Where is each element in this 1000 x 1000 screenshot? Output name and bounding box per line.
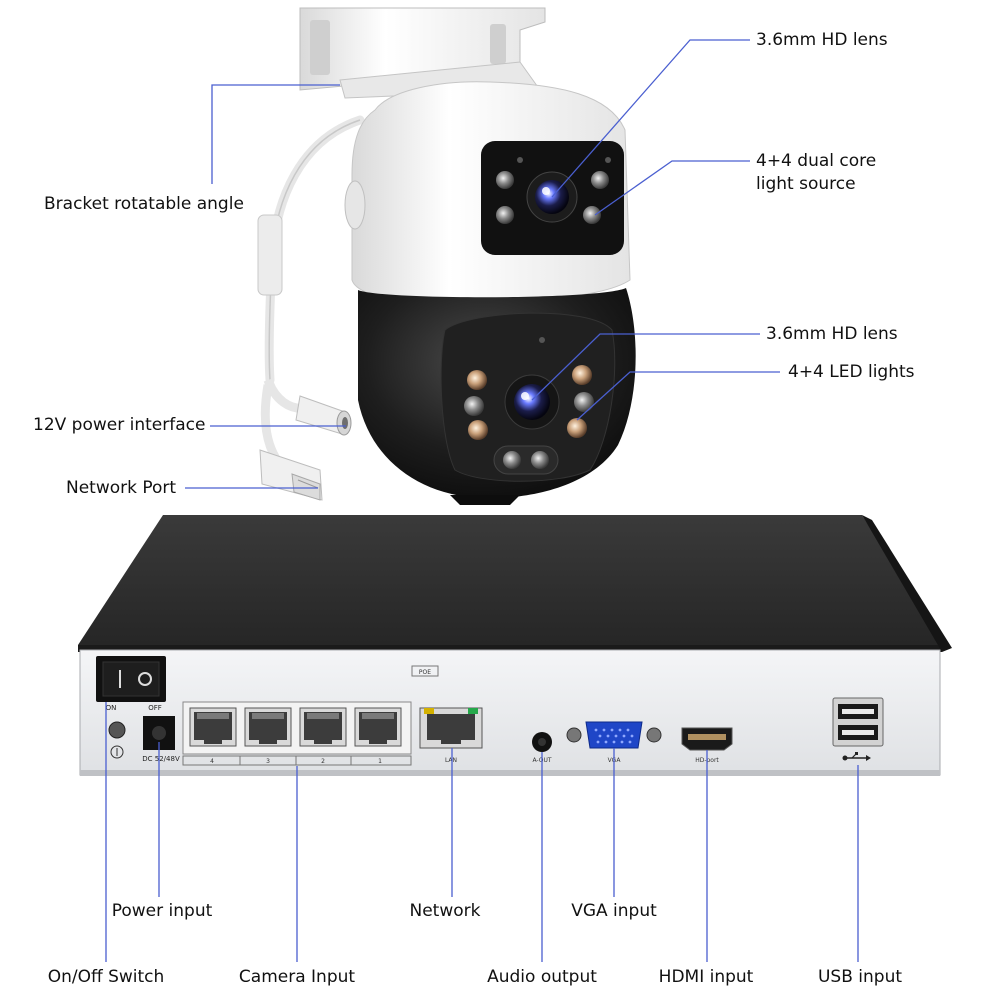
label-network: Network	[409, 901, 481, 921]
callout-led-lights	[576, 371, 780, 421]
poe-ports	[182, 701, 412, 766]
label-on-off-switch: On/Off Switch	[47, 967, 165, 987]
label-hdmi-input: HDMI input	[658, 967, 754, 987]
usb-ports	[832, 697, 884, 761]
ptz-camera	[257, 7, 636, 505]
port-number: 3	[266, 758, 270, 765]
label-light-source: 4+4 dual core light source	[756, 151, 877, 194]
label-usb-input: USB input	[817, 967, 903, 987]
port-number: 1	[378, 758, 382, 765]
label-audio-output: Audio output	[487, 967, 597, 987]
camera-cable	[257, 115, 365, 474]
on-label: ON	[106, 704, 117, 712]
callout-light-source	[594, 160, 750, 216]
hdmi-port	[681, 727, 733, 751]
label-network-port: Network Port	[66, 478, 177, 498]
wall-bracket	[299, 7, 546, 99]
callout-lens-bottom	[531, 333, 760, 401]
port-number: 4	[210, 758, 214, 765]
port-number: 2	[321, 758, 325, 765]
label-lens-bottom: 3.6mm HD lens	[766, 324, 898, 344]
callout-bracket	[211, 84, 340, 184]
poe-badge-text: POE	[419, 669, 431, 676]
label-camera-input: Camera Input	[238, 967, 356, 987]
label-bracket: Bracket rotatable angle	[44, 194, 244, 214]
callout-lines	[105, 39, 859, 962]
nvr-recorder: POE ON OFF DC 52/48V 4 3 2 1 LAN A-OUT V…	[78, 515, 952, 776]
dc-label: DC 52/48V	[142, 755, 180, 763]
audio-jack	[532, 732, 552, 752]
power-switch	[96, 656, 166, 702]
power-plug	[295, 395, 352, 436]
camera-upper-housing	[344, 81, 631, 303]
label-lens-top: 3.6mm HD lens	[756, 30, 888, 50]
vga-port	[566, 721, 662, 749]
off-label: OFF	[148, 704, 162, 712]
lan-label: LAN	[445, 757, 457, 764]
network-plug	[259, 449, 323, 501]
label-power-input: Power input	[111, 901, 213, 921]
lan-port	[419, 707, 483, 749]
label-led-lights: 4+4 LED lights	[788, 362, 915, 382]
callout-lens-top	[551, 39, 750, 198]
label-vga-input: VGA input	[571, 901, 657, 921]
label-power-interface: 12V power interface	[33, 415, 206, 435]
camera-lower-dome	[358, 288, 636, 505]
